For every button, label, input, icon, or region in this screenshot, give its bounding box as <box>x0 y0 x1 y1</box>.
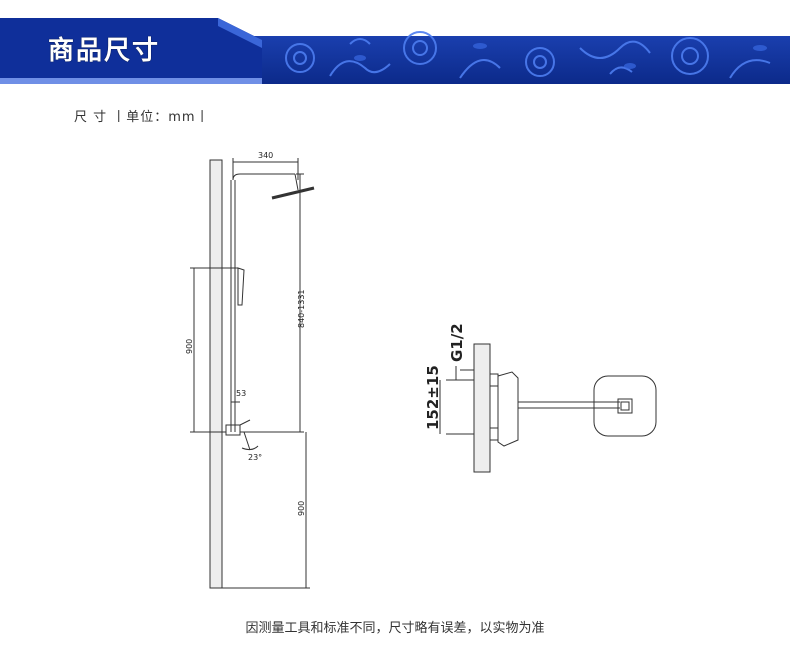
units-label: 尺 寸 丨单位：mm丨 <box>74 110 210 125</box>
dim-floor-height: 900 <box>297 501 306 516</box>
dim-angle: 23° <box>248 453 262 462</box>
header-banner <box>0 18 790 84</box>
dim-height-range: 840-1331 <box>297 289 306 328</box>
section-title: 商品尺寸 <box>48 36 161 66</box>
dimension-drawing: 340 840-1331 900 53 23° 900 G1/2 152±15 <box>0 140 790 610</box>
dim-top-width: 340 <box>258 151 273 160</box>
dim-thread: G1/2 <box>448 323 466 362</box>
dim-handheld-height: 900 <box>185 339 194 354</box>
shower-diagram: 340 840-1331 900 53 23° 900 G1/2 152±15 <box>185 151 657 589</box>
banner-graphic <box>0 18 790 84</box>
dim-offset: 53 <box>236 389 246 398</box>
dim-spacing: 152±15 <box>424 365 442 430</box>
measurement-disclaimer: 因测量工具和标准不同，尺寸略有误差，以实物为准 <box>245 621 545 636</box>
